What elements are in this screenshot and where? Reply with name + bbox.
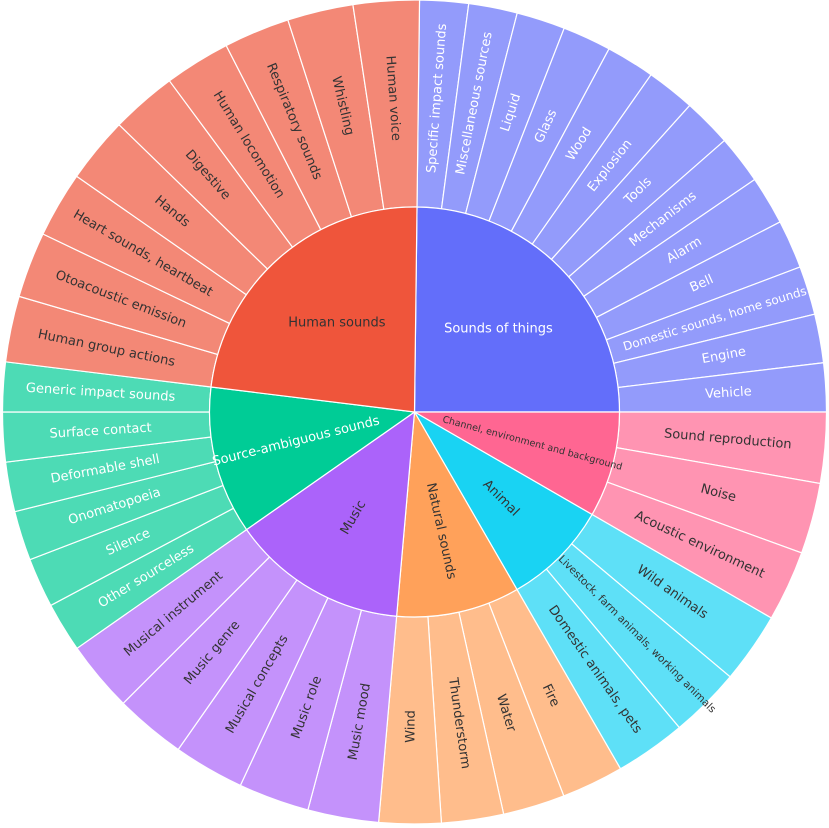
child-label-human-voice: Human voice xyxy=(382,55,403,141)
child-label-wind: Wind xyxy=(403,710,418,743)
child-label-surface-contact: Surface contact xyxy=(49,421,152,442)
category-wedge-animal xyxy=(412,410,593,591)
category-wedge-source-ambiguous-sounds xyxy=(208,386,417,531)
category-label-sounds-of-things: Sounds of things xyxy=(444,322,553,337)
category-wedge-natural-sounds xyxy=(395,410,518,618)
category-wedge-music xyxy=(245,410,416,617)
category-wedge-sounds-of-things xyxy=(413,206,621,413)
category-wedge-human-sounds xyxy=(210,206,418,413)
child-label-vehicle: Vehicle xyxy=(705,384,752,402)
category-label-human-sounds: Human sounds xyxy=(288,316,385,331)
category-wedge-channel-environment-and-background xyxy=(412,411,621,516)
inner-ring xyxy=(208,206,621,618)
